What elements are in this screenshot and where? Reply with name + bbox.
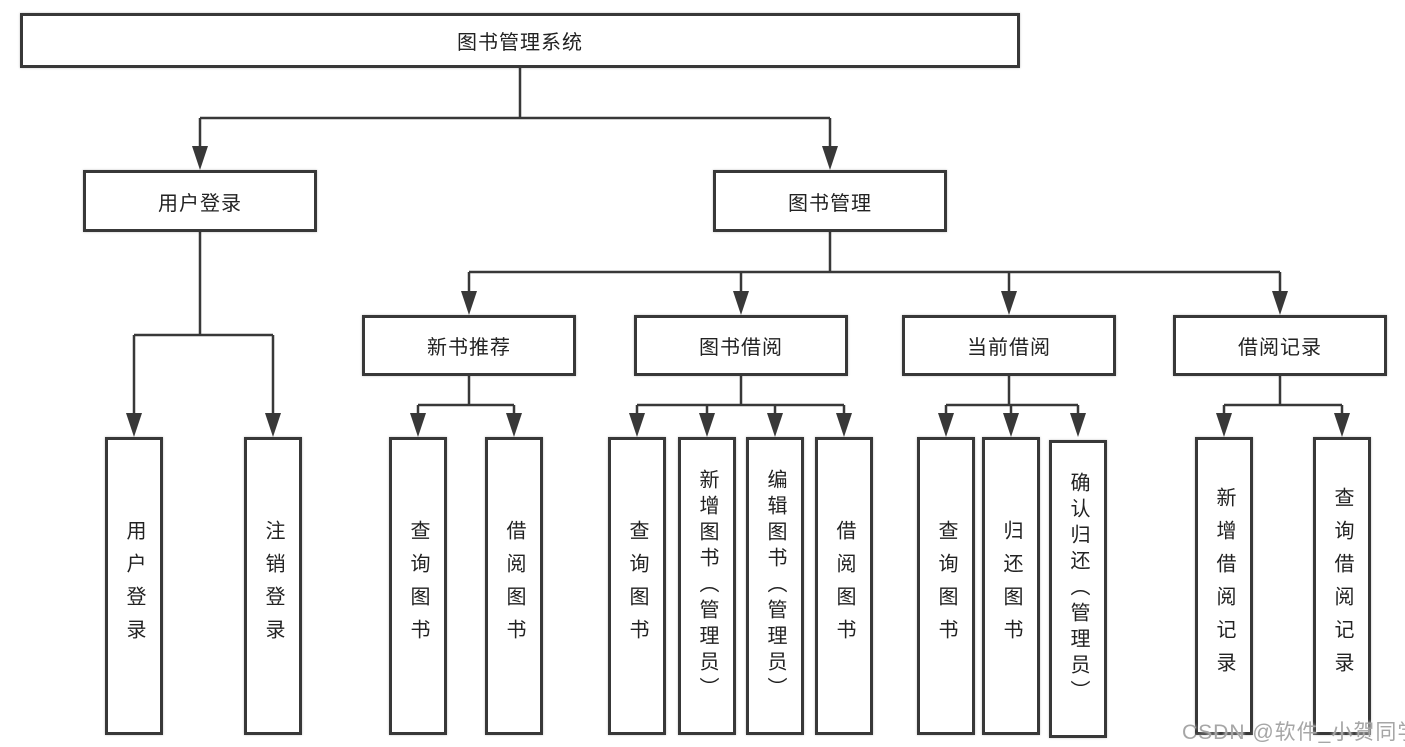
node-current-borrow-label: 当前借阅 bbox=[967, 337, 1051, 359]
node-user-login-label: 用户登录 bbox=[158, 192, 242, 215]
leaf-label: 查询图书 bbox=[626, 520, 648, 652]
arrowheads bbox=[126, 146, 1350, 437]
leaf-edit-books-admin: 编辑图书（管理员） bbox=[746, 437, 804, 735]
node-user-login: 用户登录 bbox=[83, 170, 317, 232]
leaf-confirm-return-admin: 确认归还（管理员） bbox=[1049, 440, 1107, 738]
leaf-label: 编辑图书（管理员） bbox=[764, 469, 786, 703]
leaf-label: 新增借阅记录 bbox=[1213, 487, 1235, 685]
csdn-watermark: CSDN @软件_小贺同学 bbox=[1182, 721, 1405, 744]
leaf-label: 借阅图书 bbox=[503, 520, 525, 652]
node-book-borrow-label: 图书借阅 bbox=[699, 337, 783, 359]
leaf-label: 查询图书 bbox=[935, 520, 957, 652]
node-borrow-records: 借阅记录 bbox=[1173, 315, 1387, 376]
leaf-borrow-books-2: 借阅图书 bbox=[815, 437, 873, 735]
leaf-label: 注销登录 bbox=[262, 520, 284, 652]
leaf-query-books-3: 查询图书 bbox=[917, 437, 975, 735]
node-current-borrow: 当前借阅 bbox=[902, 315, 1116, 376]
node-root: 图书管理系统 bbox=[20, 13, 1020, 68]
node-book-management: 图书管理 bbox=[713, 170, 947, 232]
leaf-label: 借阅图书 bbox=[833, 520, 855, 652]
leaf-label: 确认归还（管理员） bbox=[1067, 472, 1089, 706]
node-book-borrow: 图书借阅 bbox=[634, 315, 848, 376]
leaf-add-borrow-record: 新增借阅记录 bbox=[1195, 437, 1253, 735]
node-new-book-recommend-label: 新书推荐 bbox=[427, 337, 511, 359]
node-new-book-recommend: 新书推荐 bbox=[362, 315, 576, 376]
leaf-label: 归还图书 bbox=[1000, 520, 1022, 652]
leaf-query-borrow-record: 查询借阅记录 bbox=[1313, 437, 1371, 735]
leaf-query-books-1: 查询图书 bbox=[389, 437, 447, 735]
leaf-label: 新增图书（管理员） bbox=[696, 469, 718, 703]
leaf-user-login: 用户登录 bbox=[105, 437, 163, 735]
leaf-logout: 注销登录 bbox=[244, 437, 302, 735]
leaf-query-books-2: 查询图书 bbox=[608, 437, 666, 735]
leaf-borrow-books-1: 借阅图书 bbox=[485, 437, 543, 735]
leaf-label: 查询借阅记录 bbox=[1331, 487, 1353, 685]
leaf-add-books-admin: 新增图书（管理员） bbox=[678, 437, 736, 735]
node-book-management-label: 图书管理 bbox=[788, 192, 872, 215]
leaf-return-books: 归还图书 bbox=[982, 437, 1040, 735]
leaf-label: 用户登录 bbox=[123, 520, 145, 652]
node-borrow-records-label: 借阅记录 bbox=[1238, 337, 1322, 359]
leaf-label: 查询图书 bbox=[407, 520, 429, 652]
node-root-label: 图书管理系统 bbox=[457, 32, 583, 54]
